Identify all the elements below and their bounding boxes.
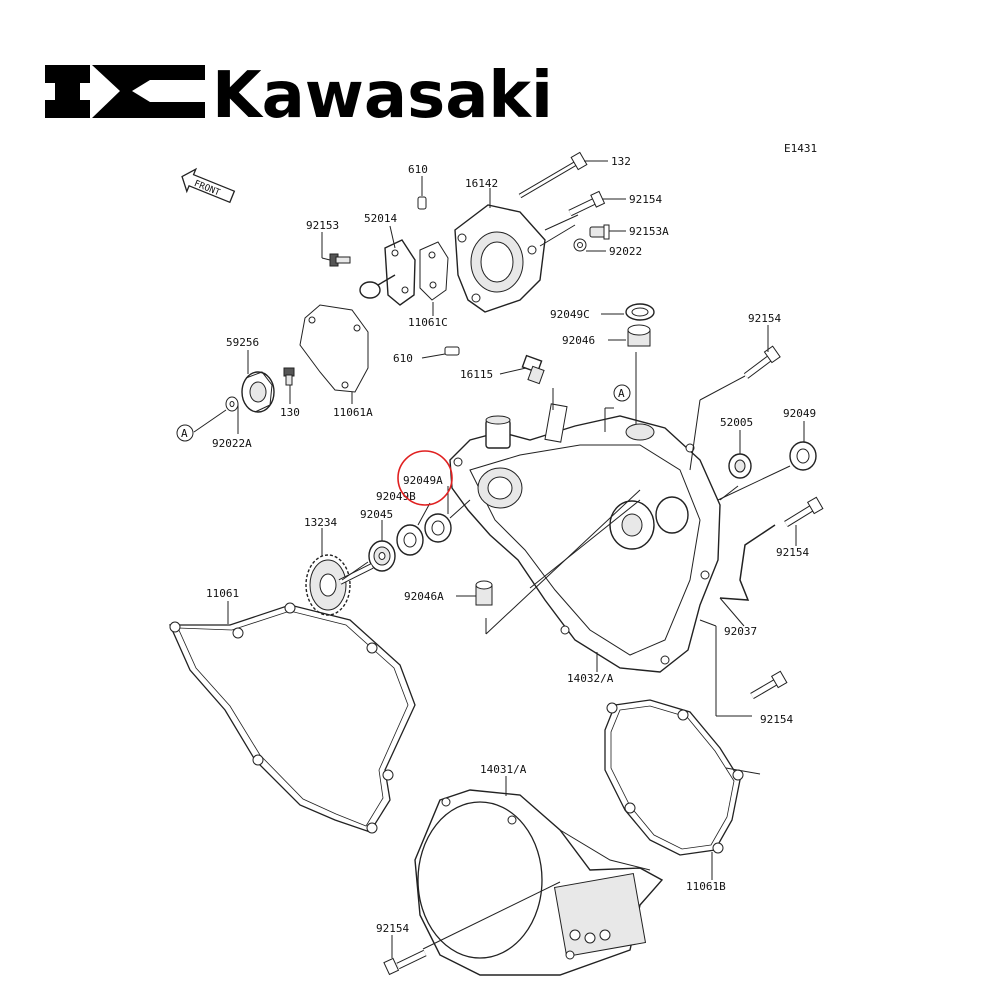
leader-lines [193, 160, 805, 958]
bearing-92045 [368, 540, 396, 572]
part-label-92153A[interactable]: 92153A [629, 225, 669, 238]
part-label-14031A[interactable]: 14031/A [480, 763, 527, 776]
water-pump-cover-16142 [454, 204, 546, 313]
part-label-92046A[interactable]: 92046A [404, 590, 444, 603]
part-label-92046[interactable]: 92046 [562, 334, 595, 347]
impeller-59256 [241, 371, 275, 413]
highlight-circle [397, 450, 453, 506]
oil-seal-92049B [396, 524, 424, 556]
bolt-92154-upper [568, 190, 606, 217]
washer-92022A [225, 396, 239, 412]
bolt-92153A [589, 224, 610, 240]
part-label-92153[interactable]: 92153 [306, 219, 339, 232]
bolt-92153 [329, 253, 351, 267]
oil-seal-92049 [789, 441, 817, 471]
oil-seal-92049A [424, 513, 452, 543]
gasket-11061 [168, 602, 416, 834]
front-arrow-icon: FRONT [181, 167, 236, 204]
part-label-610-lower[interactable]: 610 [393, 352, 413, 365]
part-label-92154-right-upper[interactable]: 92154 [748, 312, 781, 325]
washer-92022 [573, 238, 587, 252]
bearing-92046 [627, 324, 651, 347]
oil-seal-92049C [625, 303, 655, 321]
part-label-130[interactable]: 130 [280, 406, 300, 419]
part-label-132[interactable]: 132 [611, 155, 631, 168]
bearing-92046A [475, 580, 493, 606]
part-label-92037[interactable]: 92037 [724, 625, 757, 638]
diagram-code: E1431 [784, 142, 817, 155]
part-label-92022[interactable]: 92022 [609, 245, 642, 258]
long-bolt-132 [518, 151, 588, 199]
gasket-11061A [299, 304, 369, 393]
part-labels: 132 16142 610 92154 92153 52014 92153A 9… [206, 155, 816, 935]
part-label-52005[interactable]: 52005 [720, 416, 753, 429]
callout-a-left: A [176, 424, 194, 442]
part-label-14032A[interactable]: 14032/A [567, 672, 614, 685]
bolt-92154-bottom [383, 949, 427, 976]
part-label-92049C[interactable]: 92049C [550, 308, 590, 321]
part-label-92154-bottom[interactable]: 92154 [376, 922, 409, 935]
dowel-pin-610-upper [417, 196, 427, 210]
brand-name: Kawasaki [212, 59, 553, 133]
gear-13234 [305, 554, 374, 616]
part-label-16115[interactable]: 16115 [460, 368, 493, 381]
part-label-92154-right-middle[interactable]: 92154 [776, 546, 809, 559]
bolt-92154-right-middle [784, 496, 824, 527]
part-label-92022A[interactable]: 92022A [212, 437, 252, 450]
part-label-59256[interactable]: 59256 [226, 336, 259, 349]
part-label-11061A[interactable]: 11061A [333, 406, 373, 419]
part-label-92049A[interactable]: 92049A [403, 474, 443, 487]
part-label-92045[interactable]: 92045 [360, 508, 393, 521]
part-label-11061B[interactable]: 11061B [686, 880, 726, 893]
part-label-92049B[interactable]: 92049B [376, 490, 416, 503]
plug-16115 [521, 354, 545, 385]
clutch-cover-14031A [414, 789, 664, 976]
part-label-52014[interactable]: 52014 [364, 212, 397, 225]
dowel-pin-610-lower [444, 346, 460, 356]
clamp-92037 [719, 524, 776, 601]
part-label-92154-right-lower[interactable]: 92154 [760, 713, 793, 726]
callout-a-right: A [613, 384, 631, 402]
pipe-52014 [359, 239, 416, 306]
callout-a-left-label: A [181, 427, 188, 440]
part-label-610-upper[interactable]: 610 [408, 163, 428, 176]
part-label-13234[interactable]: 13234 [304, 516, 337, 529]
gasket-11061B [604, 699, 744, 856]
bearing-52005 [728, 453, 752, 479]
callout-a-right-label: A [618, 387, 625, 400]
part-label-92049[interactable]: 92049 [783, 407, 816, 420]
part-label-11061C[interactable]: 11061C [408, 316, 448, 329]
part-label-92154-upper[interactable]: 92154 [629, 193, 662, 206]
bolt-92154-right-upper [743, 345, 781, 379]
kawasaki-logo: Kawasaki [45, 59, 553, 133]
part-label-16142[interactable]: 16142 [465, 177, 498, 190]
gasket-11061C [419, 241, 449, 301]
kawasaki-k-emblem-icon [45, 65, 205, 118]
bolt-92154-right-lower [750, 670, 788, 700]
bolt-130 [283, 367, 295, 386]
crankcase-cover-14032A [449, 403, 721, 673]
part-label-11061[interactable]: 11061 [206, 587, 239, 600]
